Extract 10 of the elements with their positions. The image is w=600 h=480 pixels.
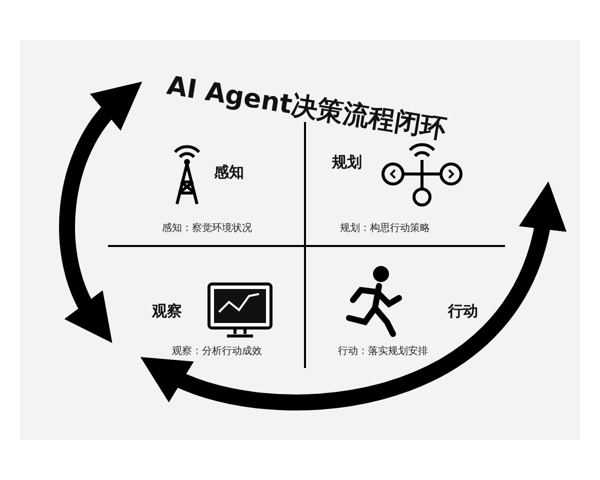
step-caption: 行动：落实规划安排 [338,344,428,358]
step-heading: 感知 [214,163,244,182]
step-heading: 行动 [448,302,478,321]
step-heading: 规划 [332,153,362,172]
step-caption: 观察：分析行动成效 [172,344,262,358]
diagram-title: AI Agent决策流程闭环 [164,70,449,147]
step-heading: 观察 [152,302,182,321]
cycle-arrow [59,80,141,344]
step-caption: 规划：构思行动策略 [340,222,430,235]
step-caption: 感知：察觉环境状况 [162,222,252,235]
